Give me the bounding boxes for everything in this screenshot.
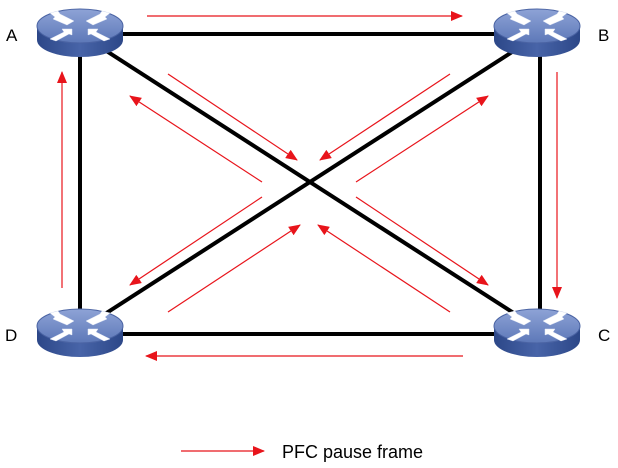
node-a: A [6, 8, 124, 58]
pfc-pause-arrow-icon [355, 196, 489, 286]
network-switch-icon [493, 308, 581, 358]
node-d: D [5, 308, 124, 358]
node-b: B [493, 8, 609, 58]
pfc-pause-arrow-icon [355, 95, 489, 183]
node-a-label: A [6, 26, 18, 45]
node-b-label: B [598, 26, 609, 45]
links [78, 32, 542, 336]
legend: PFC pause frame [181, 442, 423, 462]
network-switch-icon [36, 8, 124, 58]
network-switch-icon [36, 308, 124, 358]
link-b-d [78, 32, 542, 332]
pfc-pause-arrow-icon [129, 196, 263, 286]
pfc-pause-arrow-icon [129, 95, 263, 183]
node-c-label: C [598, 326, 610, 345]
node-c: C [493, 308, 610, 358]
pfc-pause-arrow-icon [167, 224, 301, 313]
pfc-pause-arrow-icon [317, 224, 451, 313]
pfc-pause-arrow-icon [167, 73, 298, 161]
legend-label: PFC pause frame [282, 442, 423, 462]
pfc-arrows [57, 11, 562, 361]
network-switch-icon [493, 8, 581, 58]
pfc-pause-arrow-icon [319, 73, 451, 161]
node-d-label: D [5, 326, 17, 345]
